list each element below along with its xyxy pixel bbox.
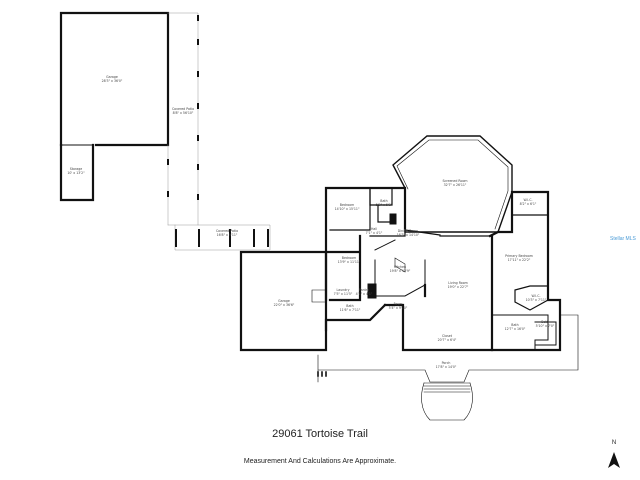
screened-room-walls	[392, 135, 513, 233]
covered-patio-1-outline	[167, 12, 199, 226]
north-arrow-icon	[608, 452, 620, 468]
bath-4-walls	[534, 321, 557, 346]
screened-room-inner	[396, 139, 509, 230]
covered-patio-2-posts	[175, 229, 269, 247]
living-walls	[383, 234, 494, 352]
porch-outline	[317, 314, 579, 383]
storage-walls	[59, 143, 95, 202]
wic-1-walls	[511, 191, 549, 216]
property-address: 29061 Tortoise Trail	[272, 428, 368, 440]
measurement-disclaimer: Measurement And Calculations Are Approxi…	[243, 458, 397, 465]
room-label-wic-2: W.I.C.10'3" x 7'11"	[525, 294, 547, 302]
pantry-block	[367, 283, 377, 299]
bath-2-walls	[491, 314, 549, 351]
porch-posts	[317, 371, 327, 377]
dining-walls	[369, 229, 491, 237]
garage-1-walls	[59, 11, 170, 147]
front-steps	[421, 382, 473, 421]
bath-1-walls	[369, 187, 393, 223]
north-arrow: N	[604, 440, 624, 472]
wic-2-walls	[514, 285, 549, 311]
room-label-wic-1: W.I.C.8'2" x 6'1"	[519, 198, 537, 206]
watermark: Stellar MLS	[610, 236, 636, 242]
bedroom-1-walls	[325, 187, 393, 231]
primary-bedroom-walls	[488, 190, 562, 352]
covered-patio-1-posts	[167, 15, 199, 200]
kitchen-island	[394, 257, 406, 273]
garage-2-door	[311, 289, 327, 303]
north-label: N	[611, 440, 617, 446]
wall-block	[389, 213, 397, 225]
